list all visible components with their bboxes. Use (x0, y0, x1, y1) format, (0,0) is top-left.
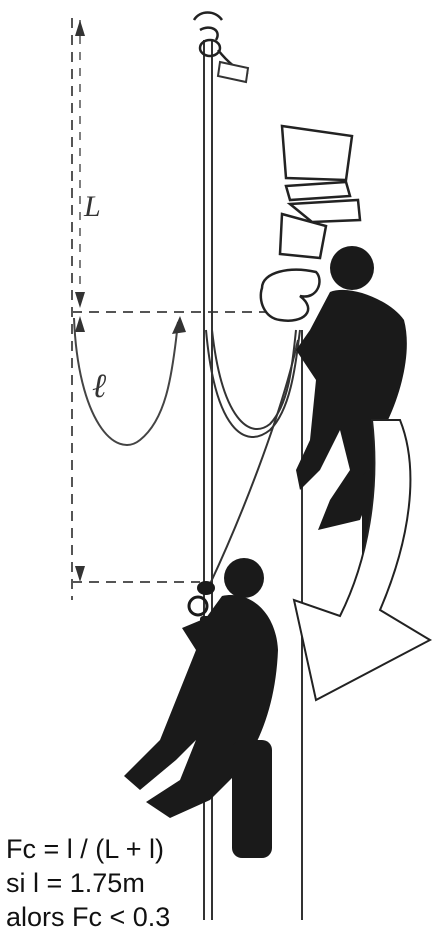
lower-diver (124, 558, 278, 858)
anchor-tag (218, 62, 248, 82)
length-L-label: L (84, 192, 101, 222)
formula-line-1: Fc = l / (L + l) (6, 836, 164, 863)
formula-line-2: si l = 1.75m (6, 870, 145, 897)
slack-arrow-head (172, 316, 186, 334)
length-l-label: ℓ (92, 370, 106, 404)
dimension-line (72, 18, 80, 600)
formula-line-3: alors Fc < 0.3 (6, 904, 170, 931)
slack-loop (74, 318, 178, 445)
